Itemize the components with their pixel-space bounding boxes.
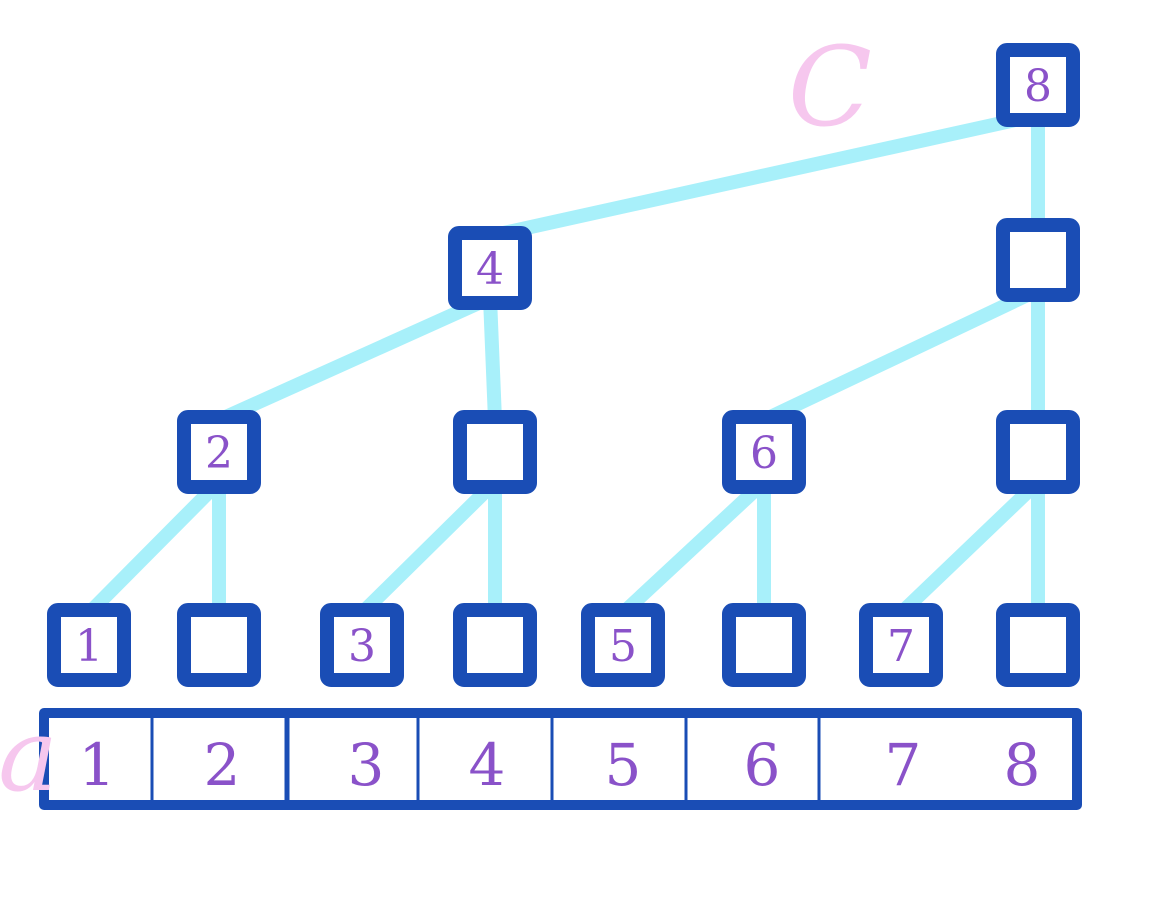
tree-edge-m4-q4 (483, 291, 502, 427)
tree-node-value: 8 (1024, 61, 1052, 112)
tree-node-box (996, 218, 1080, 302)
array-cell-1: 1 (79, 731, 116, 799)
tree-node-box (859, 603, 943, 687)
tree-node-n4 (453, 603, 537, 687)
tree-node-n5: 5 (581, 603, 665, 687)
tree-node-box (177, 410, 261, 494)
tree-node-n6 (722, 603, 806, 687)
array-cell-7: 7 (885, 731, 922, 799)
tree-node-value: 6 (750, 428, 778, 479)
tree-node-m6: 6 (722, 410, 806, 494)
tree-node-n3: 3 (320, 603, 404, 687)
tree-node-m4 (453, 410, 537, 494)
array-cell-3: 3 (348, 731, 385, 799)
tree-node-value: 5 (609, 621, 637, 672)
array-cells: 1 2 3 4 5 6 7 8 (79, 716, 1041, 802)
tree-node-value: 1 (75, 621, 103, 672)
tree-edge-n7-m8 (894, 475, 1045, 620)
tree-node-n7: 7 (859, 603, 943, 687)
tree-edge-m2-q4 (212, 291, 497, 427)
tree-edge-m6-q8 (757, 283, 1045, 427)
tree-node-box (722, 410, 806, 494)
tree-label-c: C (788, 23, 872, 151)
array-cell-2: 2 (204, 731, 241, 799)
tree-node-q4: 4 (448, 226, 532, 310)
array-cell-4: 4 (469, 731, 506, 799)
tree-node-box (996, 43, 1080, 127)
tree-nodes: 1 3 5 7 2 6 4 8 (47, 43, 1080, 687)
tree-node-box (722, 603, 806, 687)
tree-edges (82, 108, 1045, 620)
tree-node-box (320, 603, 404, 687)
tree-node-r8: 8 (996, 43, 1080, 127)
array-cell-6: 6 (744, 731, 781, 799)
array-a: 1 2 3 4 5 6 7 8 (39, 708, 1082, 810)
tree-node-box (177, 603, 261, 687)
array-cell-5: 5 (605, 731, 642, 799)
tree-node-value: 3 (348, 621, 376, 672)
tree-edge-q4-r8 (483, 108, 1045, 243)
tree-node-m8 (996, 410, 1080, 494)
tree-node-q8 (996, 218, 1080, 302)
tree-node-n8 (996, 603, 1080, 687)
array-frame (39, 708, 1082, 810)
tree-node-value: 4 (476, 244, 504, 295)
tree-node-n1: 1 (47, 603, 131, 687)
tree-node-value: 7 (887, 621, 915, 672)
tree-node-n2 (177, 603, 261, 687)
array-label-a: a (0, 697, 58, 814)
tree-node-box (47, 603, 131, 687)
tree-node-box (448, 226, 532, 310)
array-cell-8: 8 (1004, 731, 1041, 799)
tree-node-m2: 2 (177, 410, 261, 494)
tree-node-box (453, 603, 537, 687)
tree-node-box (453, 410, 537, 494)
tree-edge-n3-m4 (355, 475, 502, 620)
tree-node-box (581, 603, 665, 687)
tree-edge-n1-m2 (82, 475, 226, 620)
tree-node-box (996, 603, 1080, 687)
tree-edge-n5-m6 (616, 475, 771, 620)
tree-node-box (996, 410, 1080, 494)
tree-node-value: 2 (205, 428, 233, 479)
